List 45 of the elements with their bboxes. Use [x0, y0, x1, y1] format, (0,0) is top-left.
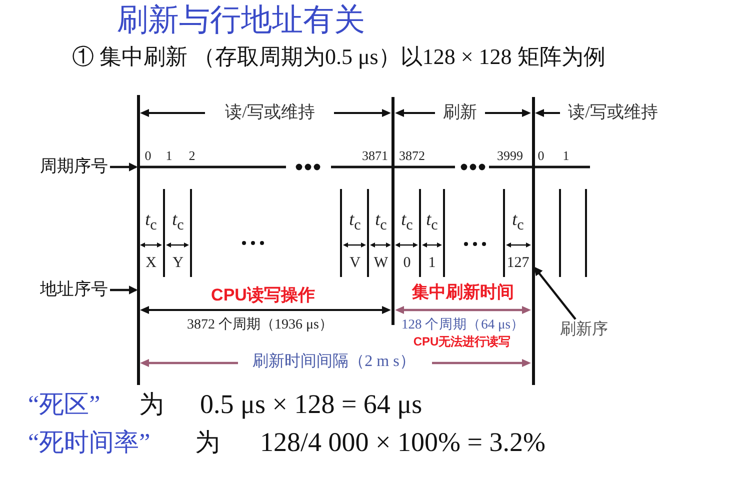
cycle-number: 0	[144, 148, 152, 164]
address-label: Y	[172, 254, 184, 272]
annotation: 集中刷新时间	[412, 284, 514, 302]
row-label: 地址序号	[40, 280, 108, 300]
cycle-time-label: t$_{c}$	[375, 210, 387, 234]
cycle-number: 1	[562, 148, 570, 164]
address-label: X	[146, 254, 156, 272]
cycle-number: 1	[166, 148, 172, 164]
formula-text: 为	[195, 429, 220, 457]
dimension-label: 3872 个周期（1936 μs）	[187, 317, 333, 333]
address-label: 1	[428, 254, 436, 272]
cycle-number: 3871	[362, 148, 388, 164]
row-label: 周期序号	[40, 158, 108, 176]
dimension-label: 读/写或维持	[225, 104, 315, 122]
cycle-number: 2	[188, 148, 196, 164]
formula-text: 0.5 μs × 128 = 64 μs	[200, 390, 422, 420]
address-label: 0	[403, 254, 411, 272]
cycle-time-label: t$_{c}$	[145, 210, 157, 234]
cycle-number: 3872	[399, 148, 425, 164]
term-label: “死区”	[28, 391, 100, 419]
formula-text: 为	[139, 391, 164, 419]
cycle-time-label: t$_{c}$	[349, 210, 361, 234]
dimension-label: 128 个周期（64 μs）	[402, 318, 524, 332]
leader-arrow	[534, 266, 576, 320]
leader-arrow	[110, 162, 138, 172]
cycle-number: 3999	[497, 148, 523, 164]
dimension-label: 刷新	[443, 104, 477, 122]
cycle-time-label: t$_{c}$	[172, 210, 184, 234]
annotation: CPU读写操作	[211, 286, 315, 306]
address-label: 127	[506, 254, 530, 272]
title: 刷新与行地址有关	[117, 2, 365, 38]
cycle-time-label: t$_{c}$	[401, 210, 413, 234]
annotation: CPU无法进行读写	[413, 335, 511, 349]
subtitle: ① 集中刷新 （存取周期为0.5 μs）以128 × 128 矩阵为例	[72, 44, 606, 70]
term-label: “死时间率”	[28, 429, 150, 457]
dimension-label: 刷新时间间隔（2 m s）	[252, 353, 416, 371]
callout-label: 刷新序	[560, 321, 608, 339]
formula-text: 128/4 000 × 100% = 3.2%	[260, 428, 546, 458]
dimension-label: 读/写或维持	[568, 104, 658, 122]
address-label: V	[350, 254, 360, 272]
address-label: W	[374, 254, 388, 272]
cycle-time-label: t$_{c}$	[512, 210, 524, 234]
cycle-time-label: t$_{c}$	[426, 210, 438, 234]
leader-arrow	[110, 286, 138, 294]
cycle-number: 0	[538, 148, 544, 164]
